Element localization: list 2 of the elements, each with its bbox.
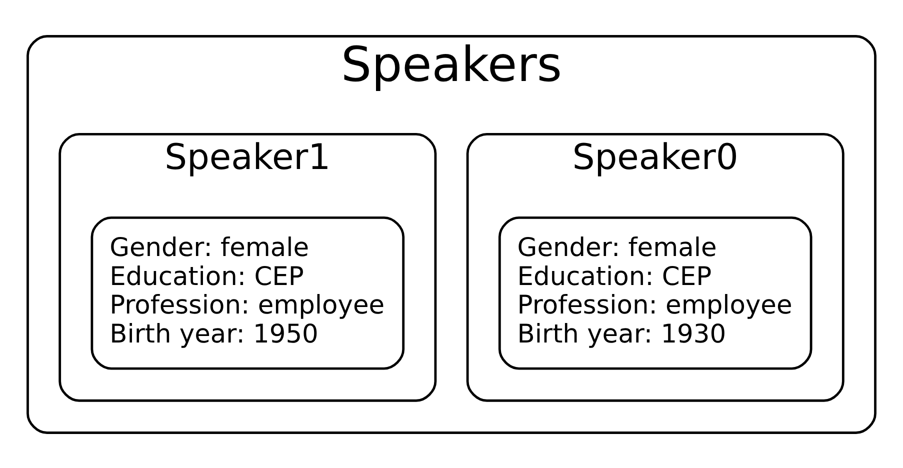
node-box: Gender: female Education: CEP Profession: employee Birth year: 1950 [90, 216, 405, 370]
node-box: Gender: female Education: CEP Profession: employee Birth year: 1930 [498, 216, 812, 370]
